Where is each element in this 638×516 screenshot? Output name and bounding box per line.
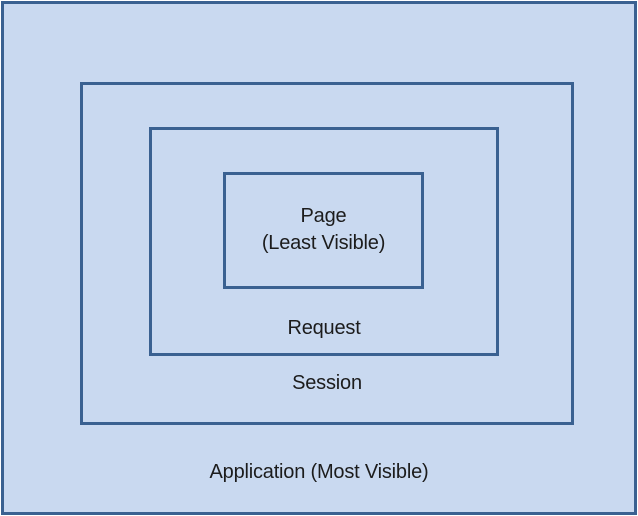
page-scope-label: Page (Least Visible) bbox=[223, 203, 424, 257]
session-scope-label: Session bbox=[292, 372, 362, 394]
page-scope-label-line2: (Least Visible) bbox=[261, 232, 386, 254]
page-scope-box bbox=[223, 172, 424, 289]
application-scope-label: Application (Most Visible) bbox=[209, 461, 429, 483]
request-scope-label: Request bbox=[287, 317, 361, 339]
page-scope-label-line1: Page bbox=[300, 205, 347, 227]
